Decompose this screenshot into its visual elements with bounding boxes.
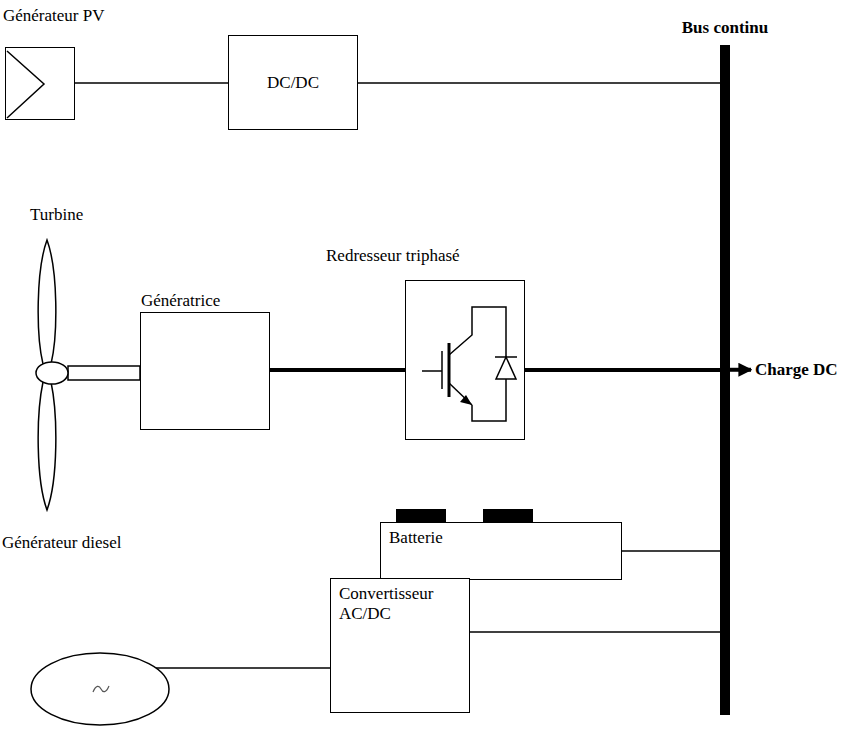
load-label: Charge DC [755,360,838,380]
power-link [358,82,720,84]
turbine-symbol [22,240,68,510]
box-label: Convertisseur AC/DC [339,584,449,623]
power-link [75,82,228,84]
dc-bus-bar: Bus continu [720,45,730,715]
diesel-symbol [30,652,170,726]
box-label: Batterie [389,528,613,548]
power-link [270,368,405,372]
dcdc-converter-box: DC/DC [228,35,358,130]
component-label: Turbine [30,205,83,225]
pv-symbol [6,48,74,119]
pv-generator: Générateur PV [5,47,75,120]
component-label: Générateur PV [3,6,105,26]
component-label: Générateur diesel [2,533,121,553]
box-label: DC/DC [267,73,319,93]
component-label: Redresseur triphasé [326,246,460,266]
power-link [156,667,330,669]
diesel-generator: Générateur diesel [30,652,170,726]
load-arrow [730,368,751,372]
rectifier-box: Redresseur triphasé [405,280,525,440]
acdc-converter-box: Convertisseur AC/DC [330,578,470,713]
battery-box: Batterie [380,522,622,580]
power-link [470,631,720,633]
wind-turbine: Turbine [22,240,68,510]
power-link [622,550,720,552]
power-link [525,368,720,372]
component-label: Génératrice [141,291,220,311]
component-label: Bus continu [682,18,768,38]
power-link [68,366,140,380]
igbt-symbol [406,281,524,439]
generator-box: Génératrice [140,312,270,430]
